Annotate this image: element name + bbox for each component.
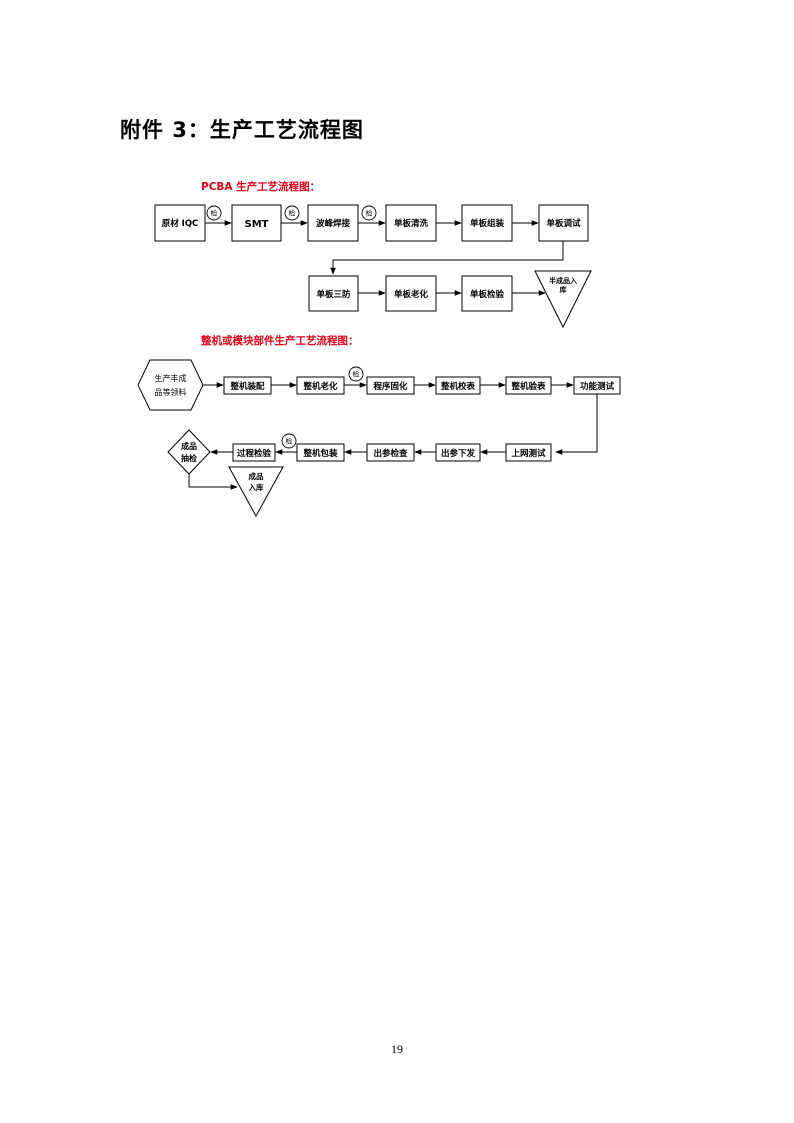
step-machine-meter-check: 整机验表 [505,376,552,395]
page-heading: 附件 3：生产工艺流程图 [120,118,364,142]
step-finished-sampling: 成品 抽检 [167,429,211,475]
step-label: 整机装配 [230,381,265,392]
step-finished-storage: 成品 入库 [228,466,284,518]
step-label: 单板三防 [316,289,351,300]
step-label: 单板组装 [470,218,505,229]
step-label: SMT [245,219,269,230]
step-semi-finished-storage: 半成品入 库 [534,270,592,329]
inspection-label: 检 [353,370,360,379]
step-machine-aging: 整机老化 [296,376,345,395]
step-label: 成品 [249,471,264,481]
step-label: 成品 [181,441,197,451]
step-label: 波峰焊接 [316,218,351,229]
inspection-badge: 检 [284,205,300,221]
step-parameter-check: 出参检查 [366,443,415,462]
step-label: 单板检验 [470,289,505,300]
step-label: 半成品入 [549,276,577,285]
step-label: 功能测试 [580,381,615,392]
step-machine-calibration: 整机校表 [435,376,481,395]
inspection-badge: 检 [281,433,297,449]
step-board-cleaning: 单板清洗 [385,204,437,242]
step-label: 抽检 [181,453,197,463]
step-label: 整机校表 [441,381,476,392]
step-board-inspection: 单板检验 [461,275,513,312]
step-label: 整机验表 [511,381,546,392]
step-label: 整机老化 [303,381,338,392]
step-board-assembly: 单板组装 [461,204,513,242]
step-conformal-coating: 单板三防 [308,275,359,312]
pcba-flow-title: PCBA 生产工艺流程图： [201,180,320,193]
machine-flow-title: 整机或模块部件生产工艺流程图： [200,334,359,347]
step-smt: SMT [231,204,282,242]
step-machine-assembly: 整机装配 [223,376,272,395]
inspection-label: 检 [366,209,373,218]
step-wave-soldering: 波峰焊接 [307,204,359,242]
page-number: 19 [391,1042,403,1056]
step-material-requisition: 生产丰成 品等领料 [137,359,204,411]
step-network-test: 上网测试 [505,443,552,462]
step-label: 单板清洗 [394,218,429,229]
inspection-badge: 检 [361,205,377,221]
step-label: 过程检验 [237,448,272,459]
step-label: 原材 IQC [162,218,199,229]
step-process-inspection: 过程检验 [232,443,276,462]
step-label: 单板调试 [546,218,581,229]
step-label: 程序固化 [373,381,408,392]
step-label: 入库 [248,482,264,492]
step-label: 出参检查 [373,448,408,459]
inspection-badge: 检 [206,205,222,221]
inspection-label: 检 [211,209,218,218]
step-label: 出参下发 [441,448,476,459]
inspection-label: 检 [286,437,293,446]
step-board-aging: 单板老化 [385,275,437,312]
inspection-label: 检 [289,209,296,218]
step-label: 上网测试 [511,448,546,459]
step-label: 品等领料 [155,387,187,397]
step-label: 库 [560,285,567,294]
flow-connector [555,394,598,455]
step-program-firmware: 程序固化 [366,376,415,395]
step-label: 单板老化 [394,289,429,300]
step-function-test: 功能测试 [573,376,621,395]
step-label: 生产丰成 [155,373,187,383]
step-machine-packaging: 整机包装 [296,443,345,462]
inspection-badge: 检 [348,366,364,382]
step-raw-material-iqc: 原材 IQC [154,204,206,242]
step-parameter-download: 出参下发 [435,443,481,462]
step-board-debug: 单板调试 [538,204,589,242]
step-label: 整机包装 [303,448,338,459]
flow-connector [188,474,238,490]
flow-connector [330,241,564,275]
